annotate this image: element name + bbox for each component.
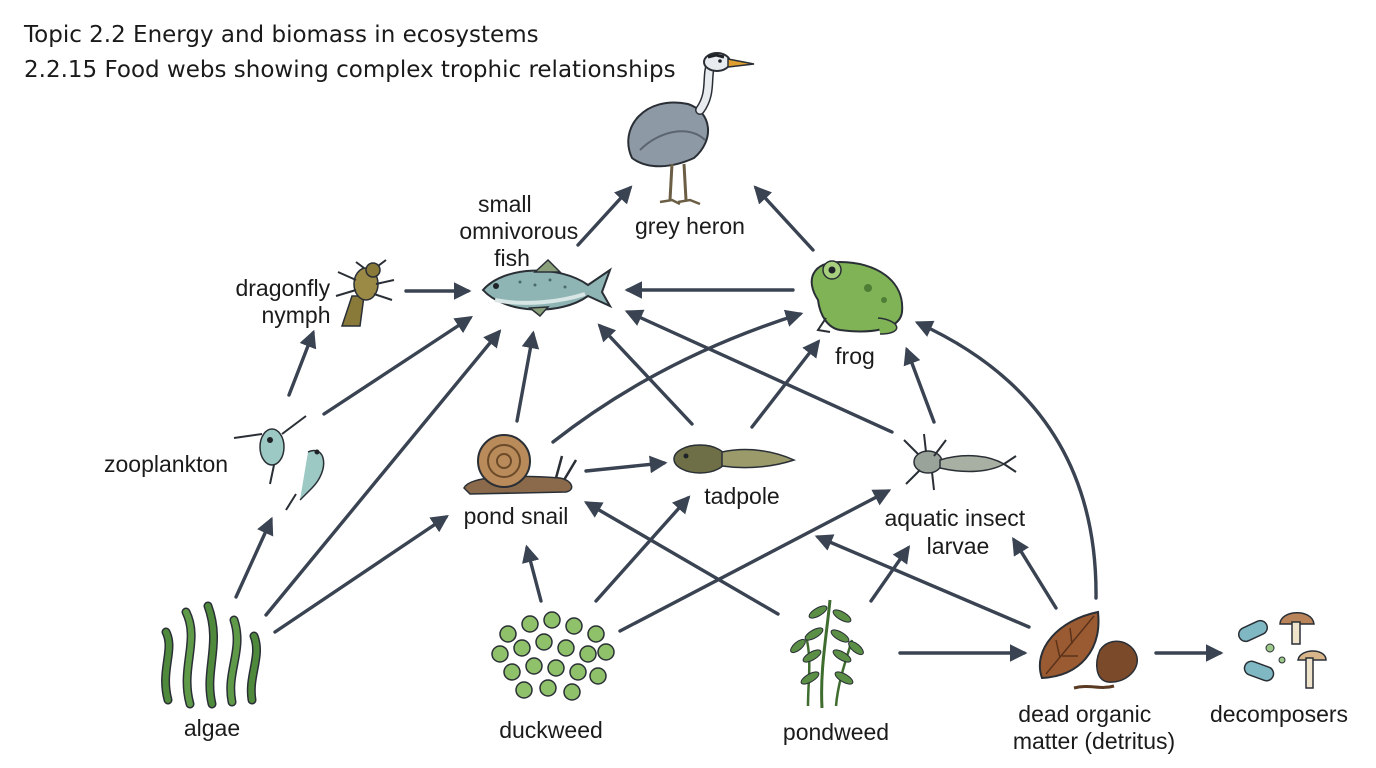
subtopic-heading: 2.2.15 Food webs showing complex trophic… (24, 57, 676, 83)
insect-larva-icon (903, 433, 1017, 491)
label-duckweed: duckweed (499, 717, 603, 743)
frog-icon (810, 260, 904, 335)
heron-icon (627, 52, 755, 206)
label-pond-snail: pond snail (464, 503, 569, 529)
topic-heading: Topic 2.2 Energy and biomass in ecosyste… (23, 22, 539, 48)
zooplankton-icon (233, 415, 325, 511)
arrow-duckweed-to-larvae (618, 489, 892, 633)
energy-flow-arrows (234, 185, 1224, 662)
arrow-algae-to-fish (264, 329, 502, 617)
pondweed-icon (790, 599, 864, 709)
snail-icon (463, 434, 578, 495)
arrow-snail-to-fish (515, 330, 540, 423)
microbe-mushroom-icon (1237, 612, 1327, 689)
arrow-larvae-to-frog (903, 346, 936, 424)
arrow-zooplankton-to-fish (322, 316, 473, 416)
arrow-pondweed-to-snail (583, 501, 780, 616)
label-pondweed: pondweed (783, 719, 889, 745)
arrow-duckweed-to-snail (522, 544, 543, 603)
arrow-snail-to-frog (551, 309, 804, 444)
label-frog: frog (835, 343, 875, 369)
arrow-zooplankton-to-dragonfly (287, 329, 317, 397)
arrow-detritus-to-snail (814, 534, 1031, 629)
arrow-tadpole-to-frog (750, 339, 821, 429)
label-detritus: dead organic matter (detritus) (1013, 701, 1175, 754)
label-small-fish: small omnivorous fish (459, 191, 584, 271)
arrow-algae-to-snail (273, 515, 449, 634)
arrow-algae-to-zooplankton (234, 516, 274, 599)
arrow-detritus-to-frog (914, 320, 1098, 600)
tadpole-icon (673, 444, 797, 474)
arrow-snail-to-tadpole (584, 455, 668, 474)
arrow-tadpole-to-fish (597, 323, 694, 426)
label-aquatic-insect-larvae: aquatic insect larvae (884, 505, 1031, 559)
arrow-frog-to-heron (753, 185, 815, 252)
arrow-larvae-to-fish (624, 309, 894, 434)
arrow-pondweed-to-larvae (869, 545, 911, 603)
arrow-duckweed-to-tadpole (594, 495, 691, 603)
label-dragonfly-nymph: dragonfly nymph (235, 275, 336, 328)
arrow-detritus-to-larvae (1012, 536, 1058, 610)
dead-leaf-icon (1038, 610, 1139, 690)
duckweed-icon (491, 611, 615, 701)
arrow-fish-to-heron (576, 185, 633, 247)
algae-icon (161, 601, 262, 709)
label-decomposers: decomposers (1210, 701, 1348, 727)
dragonfly-nymph-icon (335, 259, 395, 327)
label-zooplankton: zooplankton (104, 451, 228, 477)
label-tadpole: tadpole (704, 483, 779, 509)
fish-icon (481, 258, 613, 318)
label-grey-heron: grey heron (635, 213, 745, 239)
label-algae: algae (184, 715, 240, 741)
